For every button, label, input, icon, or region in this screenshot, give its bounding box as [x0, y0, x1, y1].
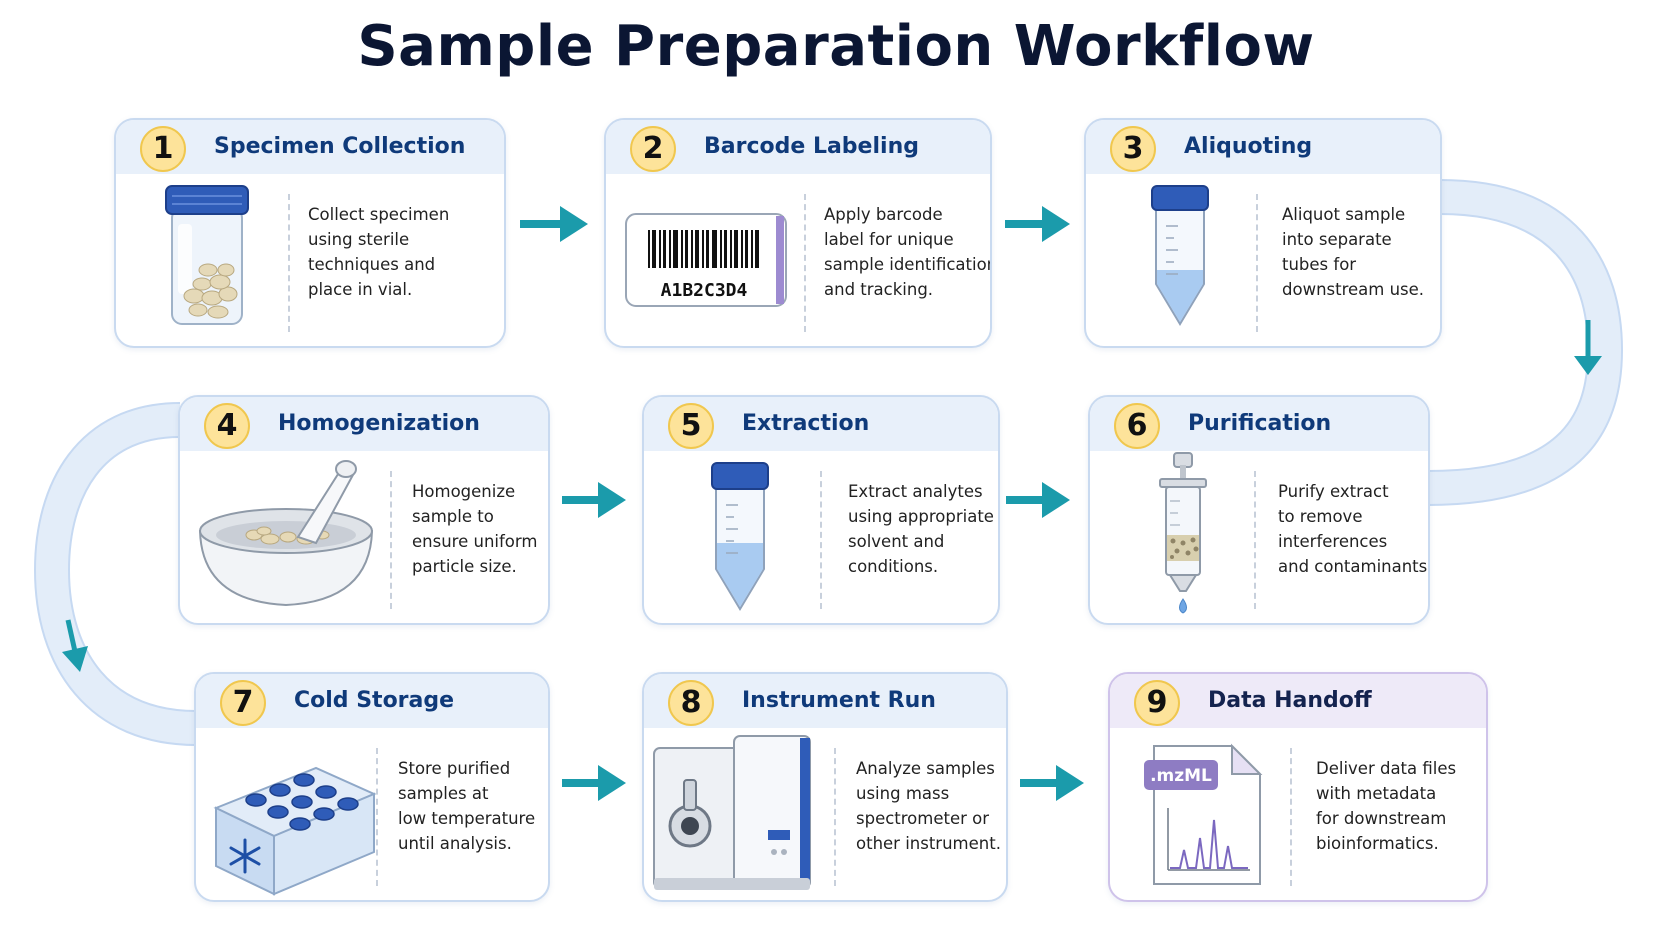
card-header: 2 Barcode Labeling	[606, 120, 990, 174]
step-card-instrument-run: 8 Instrument Run Analyze samples using m…	[642, 672, 1008, 902]
aliquot-tube-icon	[1151, 185, 1209, 326]
arrow-2-3-icon	[1005, 206, 1070, 242]
step-description: Analyze samples using mass spectrometer …	[856, 759, 1001, 853]
file-extension-label: .mzML	[1150, 766, 1212, 786]
step-number-badge: 1	[140, 126, 186, 172]
purification-syringe-icon	[1159, 452, 1207, 614]
step-title: Purification	[1188, 411, 1332, 436]
step-card-extraction: 5 Extraction Extract analytes using appr…	[642, 395, 1000, 625]
step-number-badge: 4	[204, 403, 250, 449]
divider	[390, 471, 392, 609]
step-number-badge: 2	[630, 126, 676, 172]
barcode-value: A1B2C3D4	[661, 280, 748, 301]
barcode-label-icon: A1B2C3D4	[625, 213, 787, 307]
card-header: 5 Extraction	[644, 397, 998, 451]
step-description: Extract analytes using appropriate solve…	[848, 482, 994, 576]
step-description: Purify extract to remove interferences a…	[1278, 482, 1430, 576]
step-description: Deliver data files with metadata for dow…	[1316, 759, 1457, 853]
step-card-specimen-collection: 1 Specimen Collection Collect specimen u…	[114, 118, 506, 348]
step-number-badge: 9	[1134, 680, 1180, 726]
step-card-barcode-labeling: 2 Barcode Labeling A1B2C3D4 Apply barcod…	[604, 118, 992, 348]
card-header: 3 Aliquoting	[1086, 120, 1440, 174]
step-description: Store purified samples at low temperatur…	[398, 759, 536, 853]
step-title: Barcode Labeling	[704, 134, 919, 159]
card-header: 1 Specimen Collection	[116, 120, 504, 174]
specimen-vial-icon	[165, 185, 249, 325]
step-description: Apply barcode label for unique sample id…	[824, 205, 992, 299]
step-title: Specimen Collection	[214, 134, 466, 159]
step-description: Homogenize sample to ensure uniform part…	[412, 482, 538, 576]
arrow-4-5-icon	[562, 482, 626, 518]
card-header: 4 Homogenization	[180, 397, 548, 451]
arrow-down-left-icon	[62, 619, 88, 672]
card-header: 7 Cold Storage	[196, 674, 548, 728]
step-number-badge: 5	[668, 403, 714, 449]
divider	[1254, 471, 1256, 609]
step-title: Extraction	[742, 411, 870, 436]
arrow-7-8-icon	[562, 765, 626, 801]
step-number-badge: 3	[1110, 126, 1156, 172]
mass-spectrometer-icon	[653, 735, 811, 890]
divider	[376, 748, 378, 886]
data-file-icon: .mzML	[1144, 743, 1263, 885]
cold-storage-box-icon	[213, 766, 377, 896]
arrow-5-6-icon	[1006, 482, 1070, 518]
page-title: Sample Preparation Workflow	[357, 14, 1315, 79]
snowflake-icon	[229, 838, 261, 874]
step-number-badge: 7	[220, 680, 266, 726]
step-description: Collect specimen using sterile technique…	[308, 205, 450, 299]
divider	[820, 471, 822, 609]
card-header: 9 Data Handoff	[1110, 674, 1486, 728]
step-card-purification: 6 Purification Purify extract to remove …	[1088, 395, 1430, 625]
divider	[288, 194, 290, 332]
arrow-8-9-icon	[1020, 765, 1084, 801]
extraction-tube-icon	[711, 462, 769, 611]
card-header: 6 Purification	[1090, 397, 1428, 451]
step-number-badge: 6	[1114, 403, 1160, 449]
divider	[834, 748, 836, 886]
step-title: Homogenization	[278, 411, 480, 436]
step-title: Data Handoff	[1208, 688, 1372, 713]
step-description: Aliquot sample into separate tubes for d…	[1282, 205, 1425, 299]
step-title: Cold Storage	[294, 688, 455, 713]
divider	[1290, 748, 1292, 886]
step-title: Instrument Run	[742, 688, 936, 713]
mortar-pestle-icon	[198, 460, 374, 607]
step-number-badge: 8	[668, 680, 714, 726]
step-card-data-handoff: 9 Data Handoff .mzML Deliver data files …	[1108, 672, 1488, 902]
arrow-1-2-icon	[520, 206, 588, 242]
step-card-cold-storage: 7 Cold Storage Store purified samples at…	[194, 672, 550, 902]
divider	[1256, 194, 1258, 332]
card-header: 8 Instrument Run	[644, 674, 1006, 728]
step-card-homogenization: 4 Homogenization Homogenize sample to en…	[178, 395, 550, 625]
step-card-aliquoting: 3 Aliquoting Aliquot sample into separat…	[1084, 118, 1442, 348]
step-title: Aliquoting	[1184, 134, 1313, 159]
divider	[804, 194, 806, 332]
arrow-down-right-icon	[1574, 320, 1602, 375]
